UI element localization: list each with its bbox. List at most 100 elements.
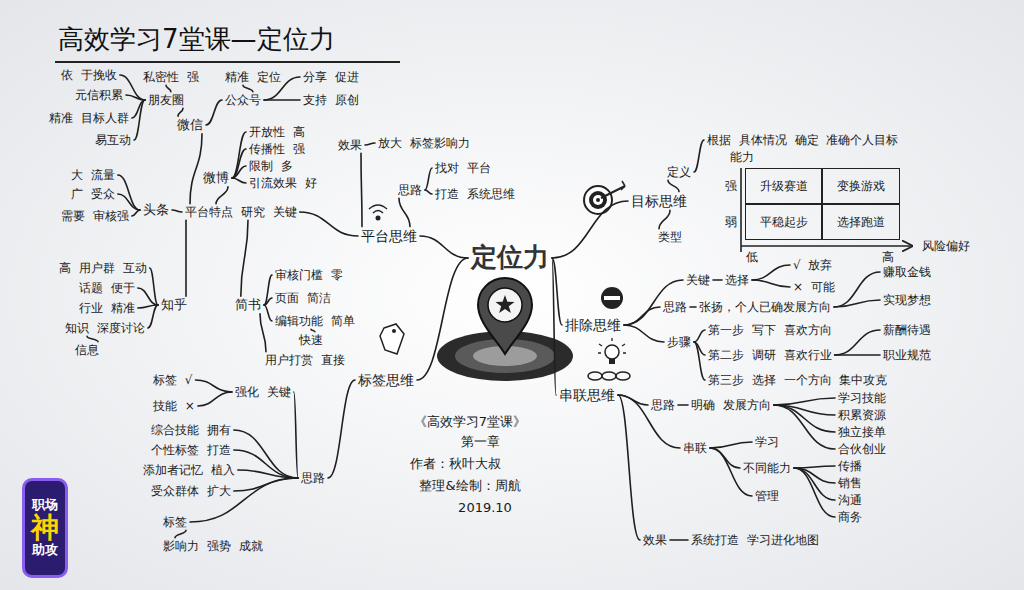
node-text: × 可能 [793, 280, 835, 294]
branch-line [148, 305, 158, 328]
node-text: 赚取金钱 [883, 265, 931, 279]
axis-line [740, 168, 742, 252]
node-text: 知识 深度讨论 [65, 321, 145, 335]
branch-line [420, 236, 468, 258]
caption-text: 第一章 [461, 434, 500, 450]
node-text: 信息 [75, 343, 99, 357]
branch-line [710, 442, 752, 448]
node-text: 易互动 [95, 133, 131, 147]
branch-line [552, 258, 556, 395]
branch-text: 商务 [835, 509, 865, 525]
branch-line [311, 329, 315, 332]
branch-text: 职业规范 [880, 347, 934, 363]
node-text: √ 放弃 [793, 258, 832, 272]
branch-line [260, 314, 266, 352]
node-text: 学习 [755, 435, 779, 449]
node-text: 思路 [663, 300, 687, 314]
branch-line [328, 380, 355, 478]
target-icon [601, 186, 625, 198]
node-text: 审核门槛 零 [275, 268, 343, 282]
axis-label: 风险偏好 [922, 239, 970, 253]
branch-line [264, 275, 272, 305]
branch-line [552, 201, 628, 258]
minus-icon [604, 296, 620, 300]
main-branch: 标签思维 [355, 371, 417, 390]
title-underline [55, 61, 400, 63]
branch-text: 私密性 强 [140, 69, 202, 85]
branch-text: 分享 促进 [300, 69, 362, 85]
branch-text: 独立接单 [835, 424, 889, 440]
bulb-icon [605, 345, 619, 359]
branch-line [794, 466, 835, 468]
quadrant-box: 升级赛道 [745, 168, 822, 204]
branch-text: 关键 [683, 272, 713, 288]
branch-line [694, 330, 705, 342]
node-text: 平稳起步 [760, 215, 808, 229]
node-text: 第二步 调研 喜欢行业 [708, 348, 832, 362]
branch-text: 行业 精准 [76, 300, 138, 316]
branch-line [87, 336, 98, 342]
branch-line [232, 149, 246, 178]
quadrant-box: 选择跑道 [822, 204, 900, 240]
branch-text: 思路 [660, 299, 690, 315]
branch-line [752, 265, 790, 280]
branch-line [178, 108, 183, 116]
branch-text: 知识 深度讨论 [62, 320, 148, 336]
node-text: 标签思维 [358, 372, 414, 389]
node-text: 元信积累 [75, 88, 123, 102]
platform-topic: 微信 [174, 116, 206, 134]
branch-text: 思路 [395, 182, 425, 198]
node-text: 目标思维 [631, 193, 687, 210]
branch-line [774, 405, 835, 449]
node-text: 私密性 强 [143, 70, 199, 84]
branch-line [618, 395, 640, 540]
branch-line [425, 190, 432, 194]
branch-text: × 可能 [790, 279, 838, 295]
branch-line [216, 187, 228, 204]
branch-line [166, 85, 171, 92]
branch-text: 效果 [640, 532, 670, 548]
branch-text: 根据 具体情况 确定 准确个人目标 [704, 132, 901, 148]
node-text: 广 受众 [71, 187, 115, 201]
target-icon [584, 186, 612, 214]
branch-text: 添加者记忆 植入 [140, 462, 238, 478]
node-text: 平台思维 [361, 228, 417, 245]
branch-line [150, 268, 158, 305]
node-text: 思路 [301, 471, 325, 485]
axis-label: 低 [746, 250, 758, 264]
tag-icon [392, 329, 396, 333]
logo-text: 神 [31, 513, 59, 544]
node-text: 技能 × [153, 399, 195, 413]
branch-text: 公众号 [222, 92, 264, 108]
branch-line [425, 168, 432, 190]
branch-line [774, 398, 835, 405]
branch-line [198, 392, 232, 406]
branch-line [670, 539, 688, 541]
branch-line [232, 166, 246, 178]
node-text: 用户打赏 直接 [265, 353, 345, 367]
target-icon [584, 181, 625, 214]
node-text: 精准 目标人群 [49, 111, 129, 125]
branch-line [118, 175, 140, 210]
main-branch: 目标思维 [628, 192, 690, 211]
branch-text: 标签 [160, 514, 190, 530]
axis-line [741, 245, 912, 247]
caption-text: 《高效学习7堂课》 [414, 414, 526, 430]
branch-line [126, 95, 145, 100]
node-text: 综合技能 拥有 [151, 423, 231, 437]
branch-text: 实现梦想 [880, 292, 934, 308]
branch-line [232, 132, 246, 178]
chain-icon [616, 372, 630, 380]
branch-text: 沟通 [835, 492, 865, 508]
chain-icon [588, 372, 602, 380]
caption-text: 作者：秋叶大叔 [410, 456, 501, 472]
node-text: 简书 [235, 297, 261, 313]
central-topic: 定位力 [468, 241, 552, 274]
node-text: 需要 审核强 [61, 209, 129, 223]
branch-text: 标签 √ [150, 372, 195, 388]
axis-label: 能力 [730, 150, 754, 164]
branch-line [243, 85, 253, 92]
branch-text: 类型 [655, 229, 685, 245]
node-text: 学习技能 [838, 391, 886, 405]
branch-line [678, 404, 688, 406]
